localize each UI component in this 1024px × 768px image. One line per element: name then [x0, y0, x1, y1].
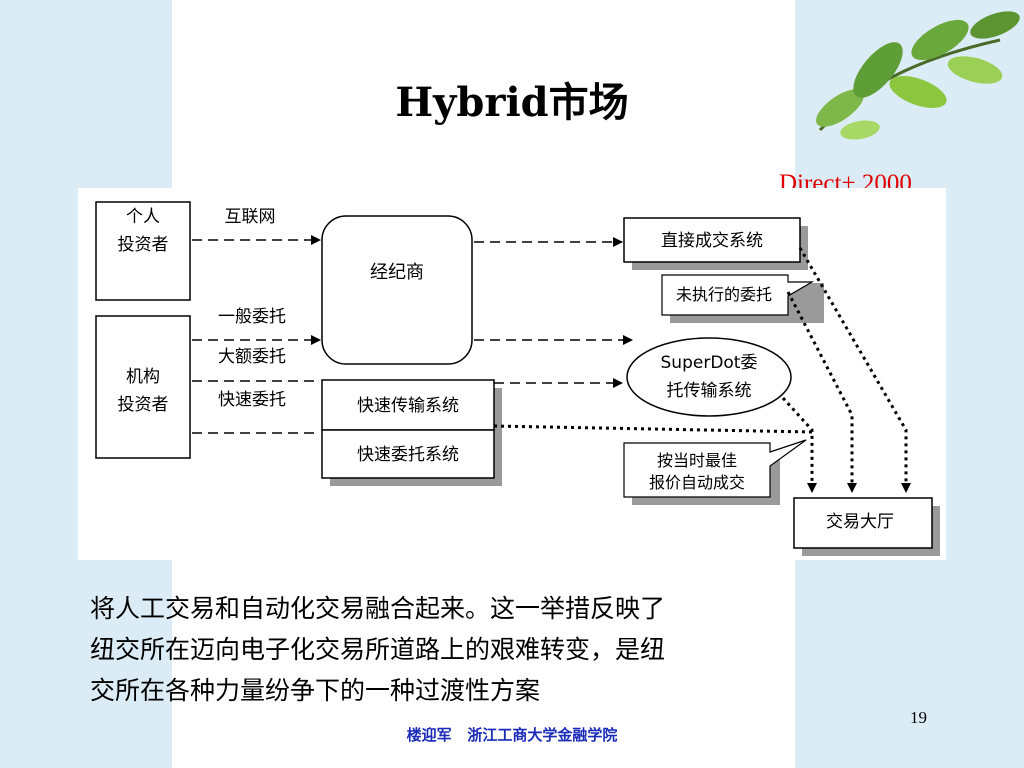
broker-box	[321, 215, 473, 365]
fast-order-system-box	[321, 429, 495, 479]
internet-label: 互联网	[225, 207, 276, 227]
fast-transmission-box	[321, 379, 495, 431]
direct-to-floor-path	[798, 247, 911, 493]
general-order-label: 一般委托	[218, 307, 286, 327]
leaf-decoration	[816, 11, 1020, 140]
direct-execution-box	[623, 217, 801, 263]
title-chinese: 市场	[548, 79, 629, 126]
individual-investor-line1: 个人	[126, 207, 160, 227]
best-price-line2: 报价自动成交	[649, 473, 745, 492]
institutional-investor-box	[95, 315, 191, 459]
fast-transmission-label: 快速传输系统	[357, 396, 459, 416]
institutional-investor-line2: 投资者	[118, 395, 169, 415]
trading-floor-label: 交易大厅	[826, 512, 894, 532]
fast-order-label: 快速委托	[218, 390, 286, 410]
superdot-line2: 托传输系统	[667, 381, 752, 401]
superdot-line1: SuperDot委	[661, 353, 758, 373]
individual-investor-box	[95, 201, 191, 301]
title-english: Hybrid	[395, 79, 549, 126]
unexecuted-to-floor-path	[786, 291, 857, 493]
best-price-line1: 按当时最佳	[657, 451, 737, 470]
body-line-3: 交所在各种力量纷争下的一种过渡性方案	[90, 676, 541, 705]
body-line-2: 纽交所在迈向电子化交易所道路上的艰难转变，是纽	[90, 635, 666, 664]
fast-order-system-label: 快速委托系统	[357, 445, 459, 465]
broker-label: 经纪商	[370, 262, 424, 283]
institutional-investor-line1: 机构	[126, 367, 160, 387]
superdot-ellipse	[626, 337, 792, 417]
unexecuted-callout-box	[661, 274, 815, 316]
trading-floor-box	[793, 497, 933, 549]
body-paragraph: 将人工交易和自动化交易融合起来。这一举措反映了 纽交所在迈向电子化交易所道路上的…	[90, 588, 890, 711]
individual-investor-line2: 投资者	[118, 235, 169, 255]
slide-title: Hybrid市场	[0, 70, 1024, 128]
large-order-label: 大额委托	[218, 347, 286, 367]
body-line-1: 将人工交易和自动化交易融合起来。这一举措反映了	[90, 594, 666, 623]
page-number: 19	[910, 708, 927, 727]
footer: 楼迎军 浙江工商大学金融学院	[0, 724, 1024, 745]
best-price-callout-box	[623, 439, 807, 498]
direct-execution-label: 直接成交系统	[661, 231, 763, 251]
superdot-to-floor-path	[781, 396, 817, 493]
footer-author: 楼迎军	[406, 726, 452, 744]
footer-school: 浙江工商大学金融学院	[467, 726, 618, 744]
unexecuted-orders-label: 未执行的委托	[676, 285, 772, 304]
